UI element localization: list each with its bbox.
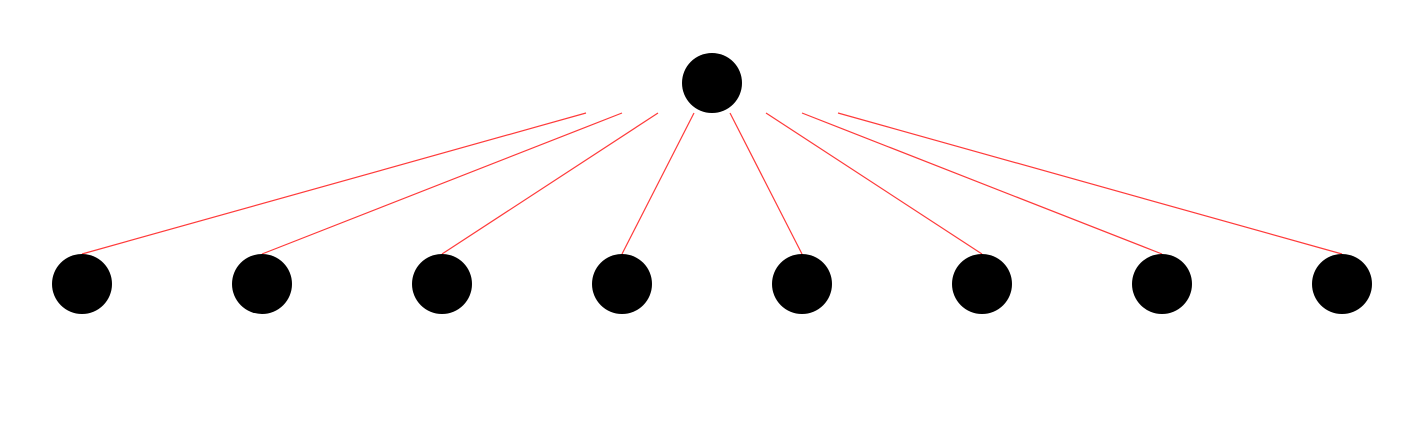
child-node-6 bbox=[952, 254, 1012, 314]
edge-root-child-5 bbox=[729, 112, 803, 255]
child-node-4 bbox=[592, 254, 652, 314]
child-node-8 bbox=[1312, 254, 1372, 314]
edge-root-child-3 bbox=[441, 112, 659, 255]
edge-root-child-2 bbox=[261, 112, 623, 255]
edge-root-child-7 bbox=[801, 112, 1163, 255]
nodes-layer bbox=[52, 53, 1372, 314]
edge-root-child-6 bbox=[765, 112, 983, 255]
child-node-7 bbox=[1132, 254, 1192, 314]
edge-root-child-8 bbox=[837, 112, 1343, 255]
root-node bbox=[682, 53, 742, 113]
edge-root-child-4 bbox=[621, 112, 695, 255]
child-node-1 bbox=[52, 254, 112, 314]
edges-layer bbox=[81, 112, 1343, 255]
edge-root-child-1 bbox=[81, 112, 587, 255]
child-node-3 bbox=[412, 254, 472, 314]
child-node-5 bbox=[772, 254, 832, 314]
child-node-2 bbox=[232, 254, 292, 314]
